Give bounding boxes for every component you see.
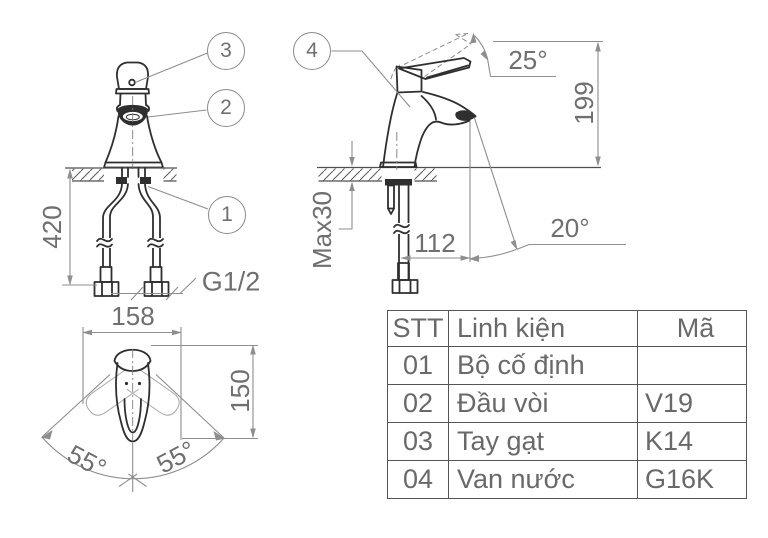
cell-stt: 03 [387, 422, 449, 461]
dim-swing-width: 158 [111, 301, 155, 331]
cell-code: G16K [637, 460, 747, 499]
counter-hatch-side-right [414, 168, 437, 181]
callout-1: 1 [208, 196, 246, 234]
table-header-row: STT Linh kiện Mã [387, 310, 747, 347]
callout-4: 4 [293, 32, 331, 70]
side-view [317, 32, 626, 294]
cell-part: Bộ cố định [448, 346, 638, 385]
dim-spout-height: 199 [569, 81, 599, 125]
callout-3-label: 3 [220, 39, 232, 62]
header-code: Mã [637, 310, 747, 347]
cell-part: Tay gạt [448, 422, 638, 461]
dim-deck-thickness: Max30 [307, 190, 337, 270]
callout-1-label: 1 [221, 203, 233, 226]
cell-part: Đầu vòi [448, 384, 638, 423]
dim-stream-angle: 20° [550, 213, 590, 243]
callout-2: 2 [207, 89, 245, 127]
header-part: Linh kiện [448, 310, 638, 347]
cell-code [637, 346, 747, 385]
callout-2-label: 2 [220, 96, 232, 119]
counter-hatch-right [163, 168, 177, 181]
cell-code: K14 [637, 422, 747, 461]
cell-stt: 02 [387, 384, 449, 423]
top-view [41, 327, 258, 492]
dim-drop-offset: 112 [414, 228, 456, 258]
table-row: 01 Bộ cố định [387, 346, 747, 385]
dim-thread-size: G1/2 [201, 266, 261, 297]
dim-total-height: 420 [37, 205, 67, 249]
cell-stt: 04 [387, 460, 449, 499]
table-row: 02 Đầu vòi V19 [387, 384, 747, 423]
front-view [62, 52, 209, 301]
callout-3: 3 [207, 32, 245, 70]
header-stt: STT [387, 310, 449, 347]
table-row: 04 Van nước G16K [387, 460, 747, 499]
cell-part: Van nước [448, 460, 638, 499]
dim-handle-depth: 150 [225, 369, 255, 413]
counter-hatch-left [72, 168, 104, 181]
cell-code: V19 [637, 384, 747, 423]
table-row: 03 Tay gạt K14 [387, 422, 747, 461]
lever-handle [398, 57, 472, 80]
counter-hatch-side-left [318, 168, 382, 181]
dim-lever-angle: 25° [508, 45, 548, 75]
cell-stt: 01 [387, 346, 449, 385]
aerator-side [455, 110, 477, 121]
parts-table: STT Linh kiện Mã 01 Bộ cố định 02 Đầu vò… [387, 310, 747, 499]
cap-hole [128, 78, 136, 87]
callout-4-label: 4 [306, 39, 318, 62]
